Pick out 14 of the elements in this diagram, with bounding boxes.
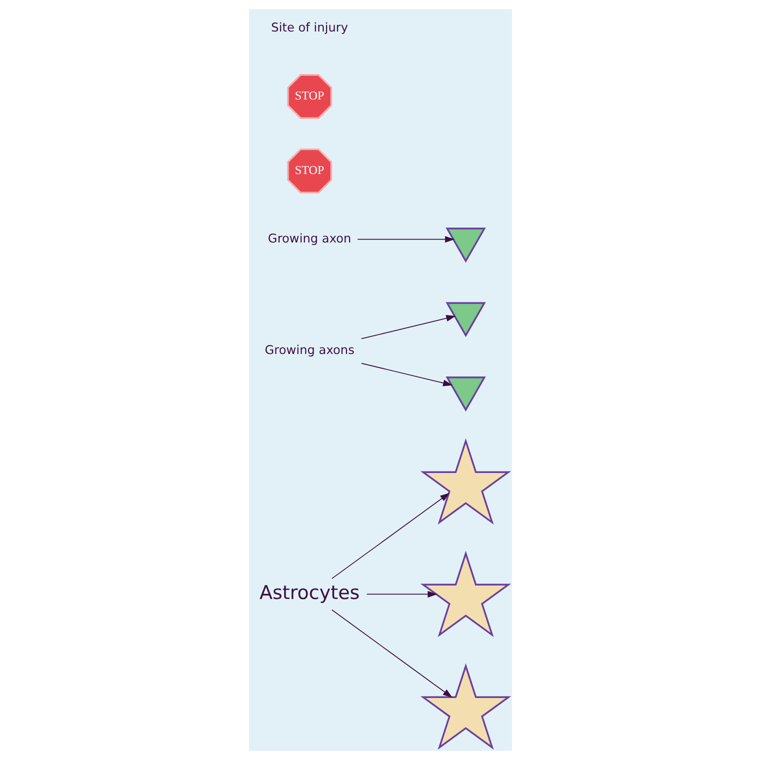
node-picture xyxy=(420,438,512,525)
label: Site of injury xyxy=(271,20,348,34)
arrow xyxy=(361,314,456,340)
arrow xyxy=(361,362,453,386)
node-text: Growing axon xyxy=(268,232,352,246)
arrow xyxy=(357,236,455,243)
arrow xyxy=(332,492,450,580)
node-picture xyxy=(420,663,512,750)
arrow xyxy=(332,609,452,698)
node-text: Growing axons xyxy=(264,343,354,358)
arrow xyxy=(366,590,438,598)
node-picture xyxy=(420,550,512,638)
node-text: Astrocytes xyxy=(259,582,360,604)
node-picture xyxy=(446,376,486,412)
